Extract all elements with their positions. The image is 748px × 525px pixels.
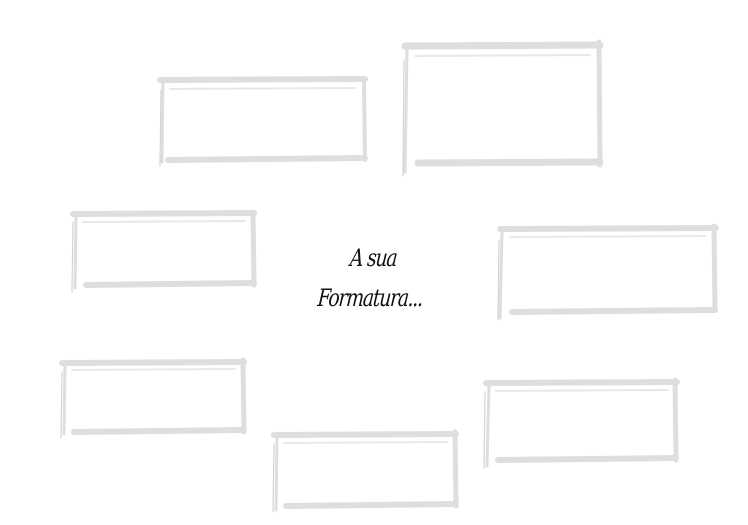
box-top-right — [401, 39, 604, 177]
box-top-left — [157, 76, 368, 167]
box-bottom-right — [483, 377, 680, 469]
box-bottom-center — [271, 429, 459, 513]
box-middle-right — [497, 223, 719, 321]
central-title: A sua Formatura... — [310, 238, 434, 318]
central-title-line-2: Formatura... — [316, 284, 424, 312]
box-middle-left — [70, 209, 257, 293]
central-title-line-1: A sua — [348, 244, 398, 272]
box-bottom-left — [59, 357, 247, 439]
